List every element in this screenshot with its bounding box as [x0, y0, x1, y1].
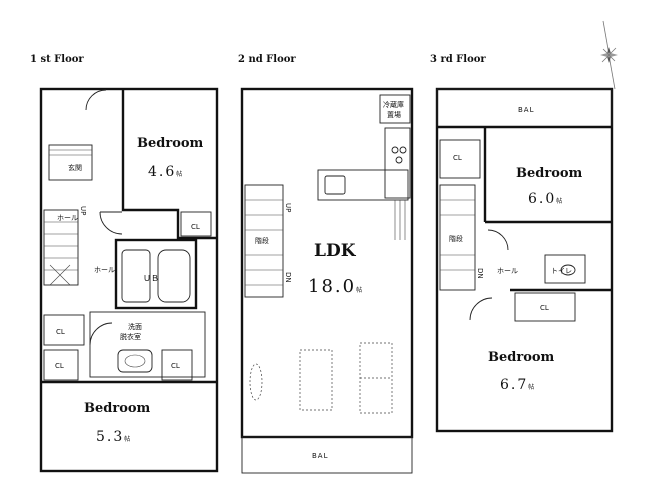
dining-table	[299, 349, 333, 411]
bathroom-walls	[114, 238, 198, 310]
floor-title-2: 2 nd Floor	[238, 54, 296, 65]
stairs-first-floor	[43, 209, 79, 286]
bedroom-1f-top-name: Bedroom	[137, 136, 204, 151]
hall-door-3f	[487, 229, 509, 251]
plant	[249, 363, 263, 401]
stairs-label-3f: 階段	[449, 234, 463, 243]
dn-label-3f: DN	[476, 268, 484, 279]
first-floor-outline	[39, 87, 219, 473]
closet-1f-b	[43, 349, 79, 381]
bedroom-1f-bottom-size: 5.3帖	[96, 429, 132, 445]
kitchen-island	[317, 169, 409, 201]
closet-label: CL	[171, 362, 180, 370]
closet-3f-b	[514, 292, 576, 322]
closet-1f-c	[161, 349, 193, 381]
second-floor-plan: BAL 冷蔵庫 置場 階段 UP DN LDK 18.0帖	[240, 87, 414, 474]
fridge-label-1: 冷蔵庫	[383, 100, 404, 109]
toilet-label: トイレ	[551, 267, 572, 275]
balcony-2f	[241, 436, 413, 474]
up-label-1f: UP	[79, 206, 87, 215]
second-floor-outline	[240, 87, 414, 439]
balcony-label-2f: BAL	[312, 452, 329, 460]
compass-icon	[600, 20, 618, 90]
fridge-space	[379, 94, 411, 124]
bedroom-3f-bottom-size: 6.7帖	[500, 377, 536, 393]
hall-label-3f: ホール	[497, 267, 518, 275]
stairs-label-2f: 階段	[255, 236, 269, 245]
third-floor-plan: BAL CL 階段 DN ホール トイレ CL Bedroom 6.0帖 Bed…	[435, 87, 614, 433]
bedroom-3f-top-name: Bedroom	[516, 166, 583, 181]
hall-door	[99, 211, 123, 235]
ldk-name: LDK	[314, 241, 357, 261]
toilet-bowl	[560, 264, 576, 276]
up-label-2f: UP	[284, 203, 292, 212]
washroom-label-2: 脱衣室	[120, 332, 141, 341]
bedroom-1f-bottom-name: Bedroom	[84, 401, 151, 416]
closet-label: CL	[540, 304, 549, 312]
closet-label: CL	[453, 154, 462, 162]
stairs-3f	[439, 184, 476, 291]
entrance-area	[48, 144, 93, 181]
bathtub	[157, 249, 191, 303]
ldk-size: 18.0帖	[308, 276, 364, 297]
washroom-area	[89, 311, 206, 378]
bath-label: ＵＢ	[143, 274, 159, 283]
bedroom-3f-bottom-name: Bedroom	[488, 350, 555, 365]
stairs-label-1f: ホール	[57, 214, 78, 222]
bedroom-top-walls	[121, 89, 217, 240]
kitchen-counter	[384, 127, 411, 199]
stairs-2f	[244, 184, 284, 298]
bedroom-3f-door	[469, 297, 493, 321]
first-floor-plan: CL 玄関 ホール ホール UP ＵＢ 洗面 脱衣室 CL	[39, 87, 219, 473]
hall-label-1f: ホール	[94, 266, 115, 274]
entrance-door-swing	[85, 89, 107, 111]
bedroom-1f-top-size: 4.6帖	[148, 164, 184, 180]
washroom-door	[89, 322, 113, 346]
closet-label: CL	[191, 223, 200, 231]
closet-label: CL	[56, 328, 65, 336]
balcony-label-3f: BAL	[518, 106, 535, 114]
entrance-label: 玄関	[68, 163, 82, 172]
bedroom-3f-top-size: 6.0帖	[528, 191, 564, 207]
washbasin	[117, 349, 153, 373]
closet-1f-a	[43, 314, 85, 346]
floor-title-3: 3 rd Floor	[430, 54, 486, 65]
dn-label-2f: DN	[284, 272, 292, 283]
toilet-room	[544, 254, 586, 284]
floor-title-1: 1 st Floor	[30, 54, 84, 65]
sink	[324, 175, 346, 195]
fridge-label-2: 置場	[387, 110, 401, 119]
closet-label: CL	[55, 362, 64, 370]
washroom-label-1: 洗面	[128, 322, 142, 331]
closet-bedroom-top	[180, 211, 212, 237]
closet-3f-a	[439, 139, 481, 179]
